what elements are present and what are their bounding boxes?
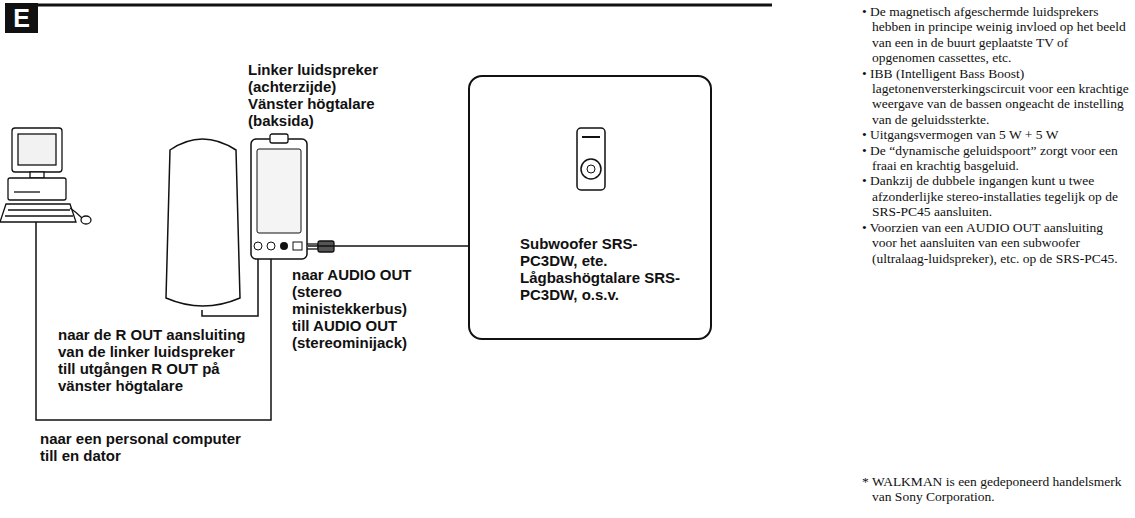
connection-note: till en dator (40, 447, 300, 464)
connection-note: naar de R OUT aansluiting van de linker … (58, 326, 248, 360)
audio-cable (308, 245, 468, 247)
feature-bullet: • De magnetisch afgeschermde luidspreker… (862, 4, 1130, 66)
product-name: Lågbashögtalare SRS-PC3DW, o.s.v. (520, 269, 685, 303)
right-speaker (166, 139, 240, 306)
part-name: Vänster högtalare (baksida) (248, 95, 398, 129)
text-column: naar een personal computertill en dator (40, 430, 300, 464)
feature-bullet: • Uitgangsvermogen van 5 W + 5 W (862, 127, 1130, 142)
section-letter: E (5, 3, 38, 33)
feature-bullet: • Voorzien van een AUDIO OUT aansluiting… (862, 220, 1130, 266)
feature-bullet: • Dankzij de dubbele ingangen kunt u twe… (862, 173, 1130, 219)
connection-note: naar AUDIO OUT (stereo ministekkerbus) (292, 266, 432, 317)
text-column: * WALKMAN is een gedeponeerd handelsmerk… (862, 474, 1130, 505)
computer-illustration (0, 128, 91, 224)
text-column: naar de R OUT aansluiting van de linker … (58, 326, 248, 394)
footnote: * WALKMAN is een gedeponeerd handelsmerk… (862, 474, 1130, 505)
product-name: Subwoofer SRS-PC3DW, ete. (520, 235, 685, 269)
speaker-heading: Linker luidspreker (achterzijde)Vänster … (248, 61, 398, 129)
speaker-outline (250, 133, 308, 260)
part-name: Linker luidspreker (achterzijde) (248, 61, 398, 95)
speaker-wire (202, 252, 258, 316)
subwoofer-text: Subwoofer SRS-PC3DW, ete.Lågbashögtalare… (520, 235, 685, 303)
subwoofer-icon (576, 127, 606, 191)
computer-cable (36, 222, 271, 420)
text-column: • De magnetisch afgeschermde luidspreker… (862, 4, 1130, 266)
connection-note: till utgången R OUT på vänster högtalare (58, 360, 248, 394)
text-column: naar AUDIO OUT (stereo ministekkerbus)ti… (292, 266, 432, 351)
feature-bullet: • IBB (Intelligent Bass Boost) lagetonen… (862, 66, 1130, 128)
feature-bullet: • De “dynamische geluidspoort” zorgt voo… (862, 143, 1130, 174)
connection-note: till AUDIO OUT (stereominijack) (292, 317, 432, 351)
left-speaker: Linker luidspreker (achterzijde)Vänster … (250, 133, 308, 260)
header-rule (36, 4, 772, 7)
connection-note: naar een personal computer (40, 430, 300, 447)
subwoofer-box: Subwoofer SRS-PC3DW, ete.Lågbashögtalare… (468, 75, 712, 340)
